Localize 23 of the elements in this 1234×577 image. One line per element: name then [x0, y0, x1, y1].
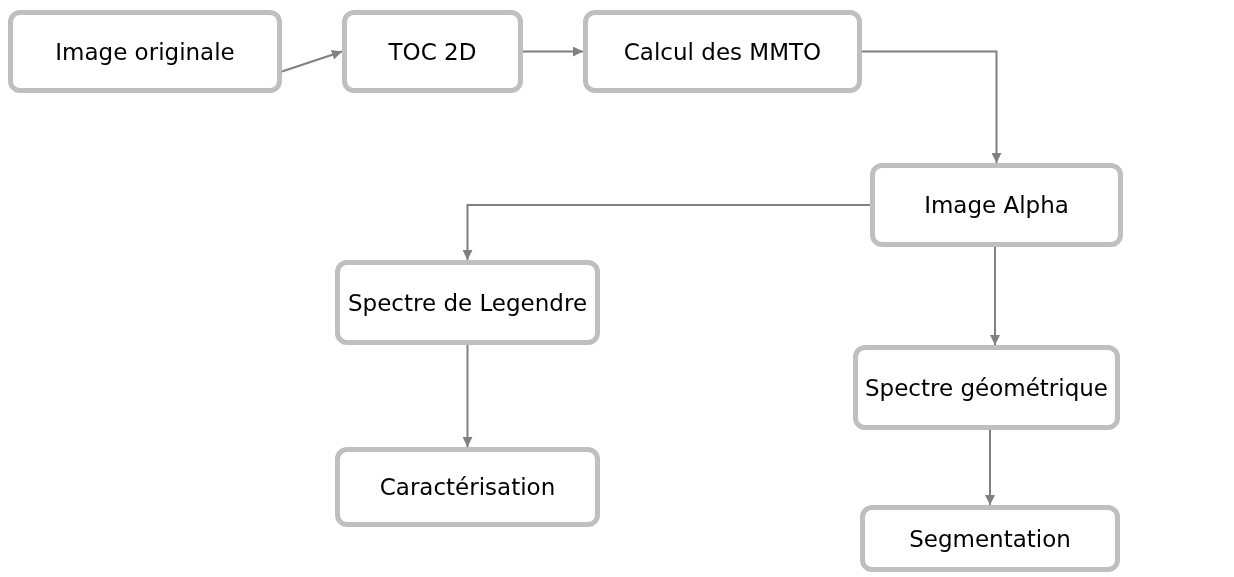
process-box: [860, 505, 1120, 572]
node-label: Spectre géométrique: [865, 374, 1108, 401]
node-label: TOC 2D: [388, 38, 477, 65]
process-box: [583, 10, 862, 93]
arrow: [990, 246, 1000, 346]
arrow: [861, 50, 1002, 164]
arrow: [462, 344, 473, 448]
arrow: [462, 204, 871, 261]
node-label: Segmentation: [909, 525, 1071, 552]
node-label: Spectre de Legendre: [347, 289, 588, 316]
node-label: Caractérisation: [379, 474, 556, 500]
process-box: [335, 447, 600, 527]
process-box: [335, 260, 600, 345]
process-box: [8, 10, 282, 93]
node-label: Image Alpha: [924, 192, 1069, 218]
node-label: Image originale: [55, 38, 235, 65]
arrow: [985, 429, 995, 506]
arrow: [281, 49, 343, 73]
process-box: [870, 163, 1123, 247]
process-box: [853, 345, 1120, 430]
node-label: Calcul des MMTO: [623, 38, 822, 65]
arrow: [522, 46, 584, 57]
process-box: [342, 10, 523, 93]
